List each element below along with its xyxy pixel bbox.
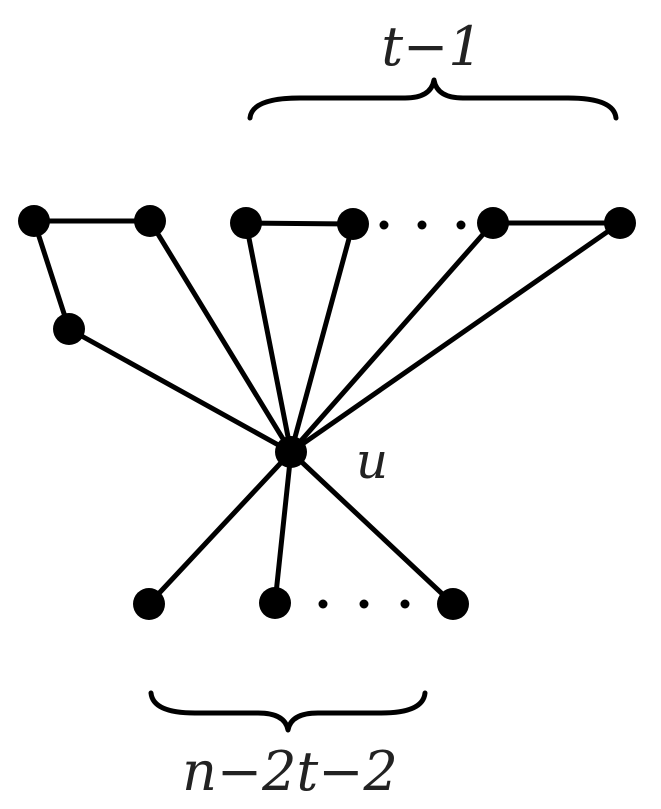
vertex-a1 xyxy=(18,205,50,237)
edge-a1-a3 xyxy=(31,218,72,332)
vertex-b1 xyxy=(230,207,262,239)
vertex-a3 xyxy=(53,313,85,345)
vertex-d3 xyxy=(437,588,469,620)
top-ellipsis xyxy=(379,220,466,230)
vertex-c1 xyxy=(477,207,509,239)
vertex-b2 xyxy=(337,208,369,240)
vertex-a2 xyxy=(134,205,166,237)
ellipsis-dot xyxy=(417,220,427,230)
ellipsis-dot xyxy=(379,220,389,230)
edge-a2-u xyxy=(147,218,294,455)
vertex-u xyxy=(275,436,307,468)
top-brace xyxy=(247,77,619,121)
edge-b1-b2 xyxy=(243,220,356,227)
edge-a3-u xyxy=(66,326,294,455)
edge-u-d1 xyxy=(146,449,294,607)
bottom-brace xyxy=(148,690,428,733)
vertex-d1 xyxy=(133,588,165,620)
ellipsis-dot xyxy=(359,599,369,609)
bottom-brace-label: n−2t−2 xyxy=(182,740,398,803)
edge-u-d3 xyxy=(288,449,456,607)
edge-c2-u xyxy=(288,220,623,455)
edge-c1-u xyxy=(288,220,496,455)
vertex-c2 xyxy=(604,207,636,239)
edge-b1-u xyxy=(243,220,294,455)
vertex-u-label: u xyxy=(356,432,388,490)
edge-b2-u xyxy=(288,221,356,455)
ellipsis-dot xyxy=(318,599,328,609)
top-brace-label: t−1 xyxy=(381,15,482,78)
ellipsis-dot xyxy=(456,220,466,230)
edge-u-d2 xyxy=(272,449,294,606)
bottom-ellipsis xyxy=(318,599,410,609)
ellipsis-dot xyxy=(400,599,410,609)
vertex-d2 xyxy=(259,587,291,619)
